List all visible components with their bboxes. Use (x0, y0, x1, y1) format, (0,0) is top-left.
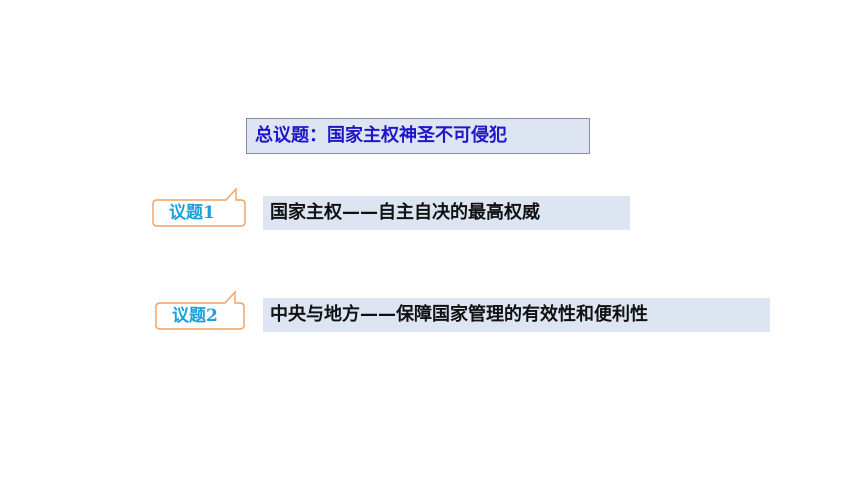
main-topic-title: 总议题：国家主权神圣不可侵犯 (246, 118, 590, 154)
topic-1-badge-label: 议题1 (169, 203, 215, 223)
topic-1-text: 国家主权——自主自决的最高权威 (263, 196, 630, 230)
topic-1-badge: 议题1 (152, 187, 246, 227)
speech-bubble-icon (155, 290, 245, 330)
topic-2-badge-label: 议题2 (172, 306, 218, 326)
speech-bubble-icon (152, 187, 246, 227)
topic-2-badge: 议题2 (155, 290, 245, 330)
topic-2-text: 中央与地方——保障国家管理的有效性和便利性 (263, 298, 770, 332)
